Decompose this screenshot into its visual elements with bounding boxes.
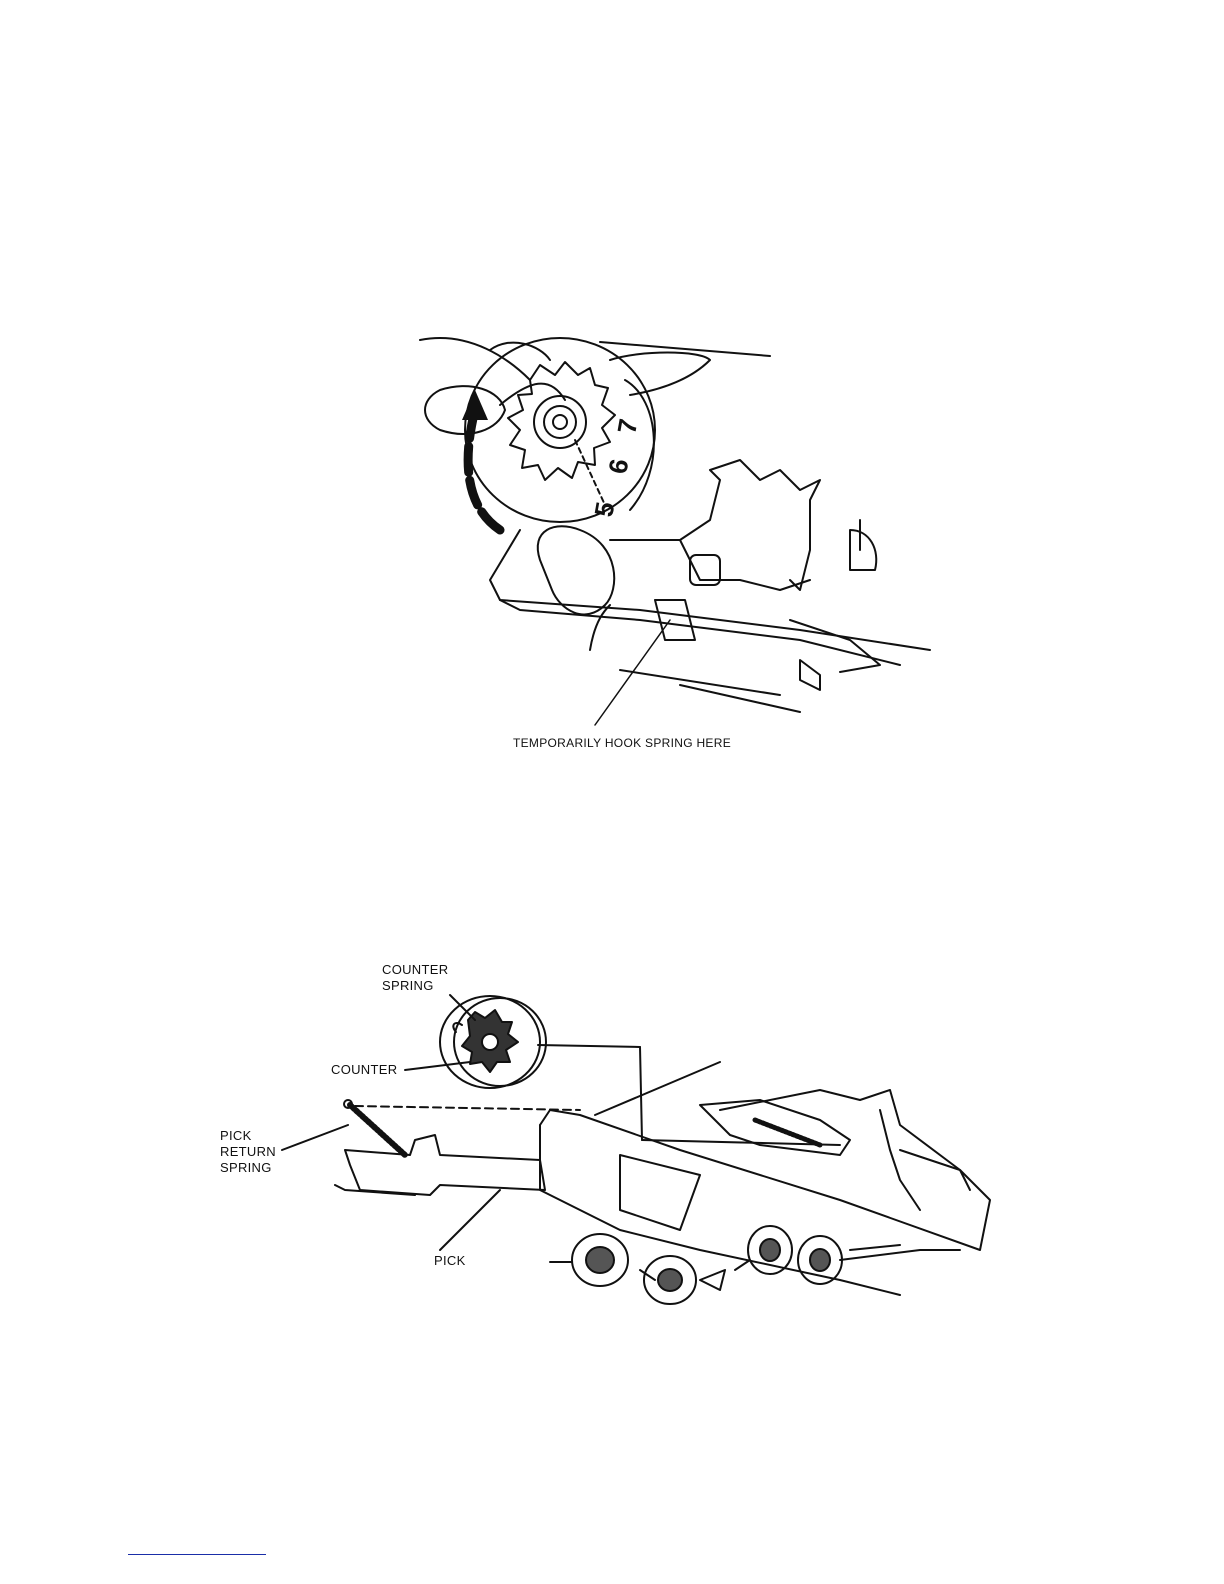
rotation-arrow xyxy=(468,410,500,530)
counter-digit-6: 6 xyxy=(602,457,634,476)
upper-right-finger xyxy=(610,353,710,396)
pick-return-spring xyxy=(350,1105,405,1155)
label-counter-spring: COUNTER SPRING xyxy=(382,962,448,994)
footnote-rule xyxy=(128,1554,266,1555)
spring-coil xyxy=(534,396,586,448)
label-pick: PICK xyxy=(434,1253,466,1269)
label-pick-return-spring: PICK RETURN SPRING xyxy=(220,1128,276,1176)
hook-spring-illustration: 5 6 7 xyxy=(380,320,960,760)
figure-hook-spring: 5 6 7 TEMPORARILY HOOK SPRING HERE xyxy=(380,320,960,760)
internal-spring xyxy=(755,1120,820,1145)
upper-finger-outline xyxy=(420,338,530,380)
counter-gear xyxy=(508,362,615,480)
gear-set xyxy=(550,1226,960,1304)
label-counter: COUNTER xyxy=(331,1062,397,1078)
pick-lever xyxy=(345,1135,545,1195)
callout-hook-spring-here: TEMPORARILY HOOK SPRING HERE xyxy=(513,735,731,751)
exploded-view-illustration xyxy=(200,950,1000,1330)
counter-digit-7: 7 xyxy=(611,417,643,436)
chassis-outline xyxy=(490,530,930,650)
callout-leader xyxy=(595,620,670,725)
figure-exploded-view: COUNTER SPRING COUNTER PICK RETURN SPRIN… xyxy=(200,950,1000,1330)
hook-tab xyxy=(655,600,695,640)
thumb-bottom xyxy=(538,526,614,614)
